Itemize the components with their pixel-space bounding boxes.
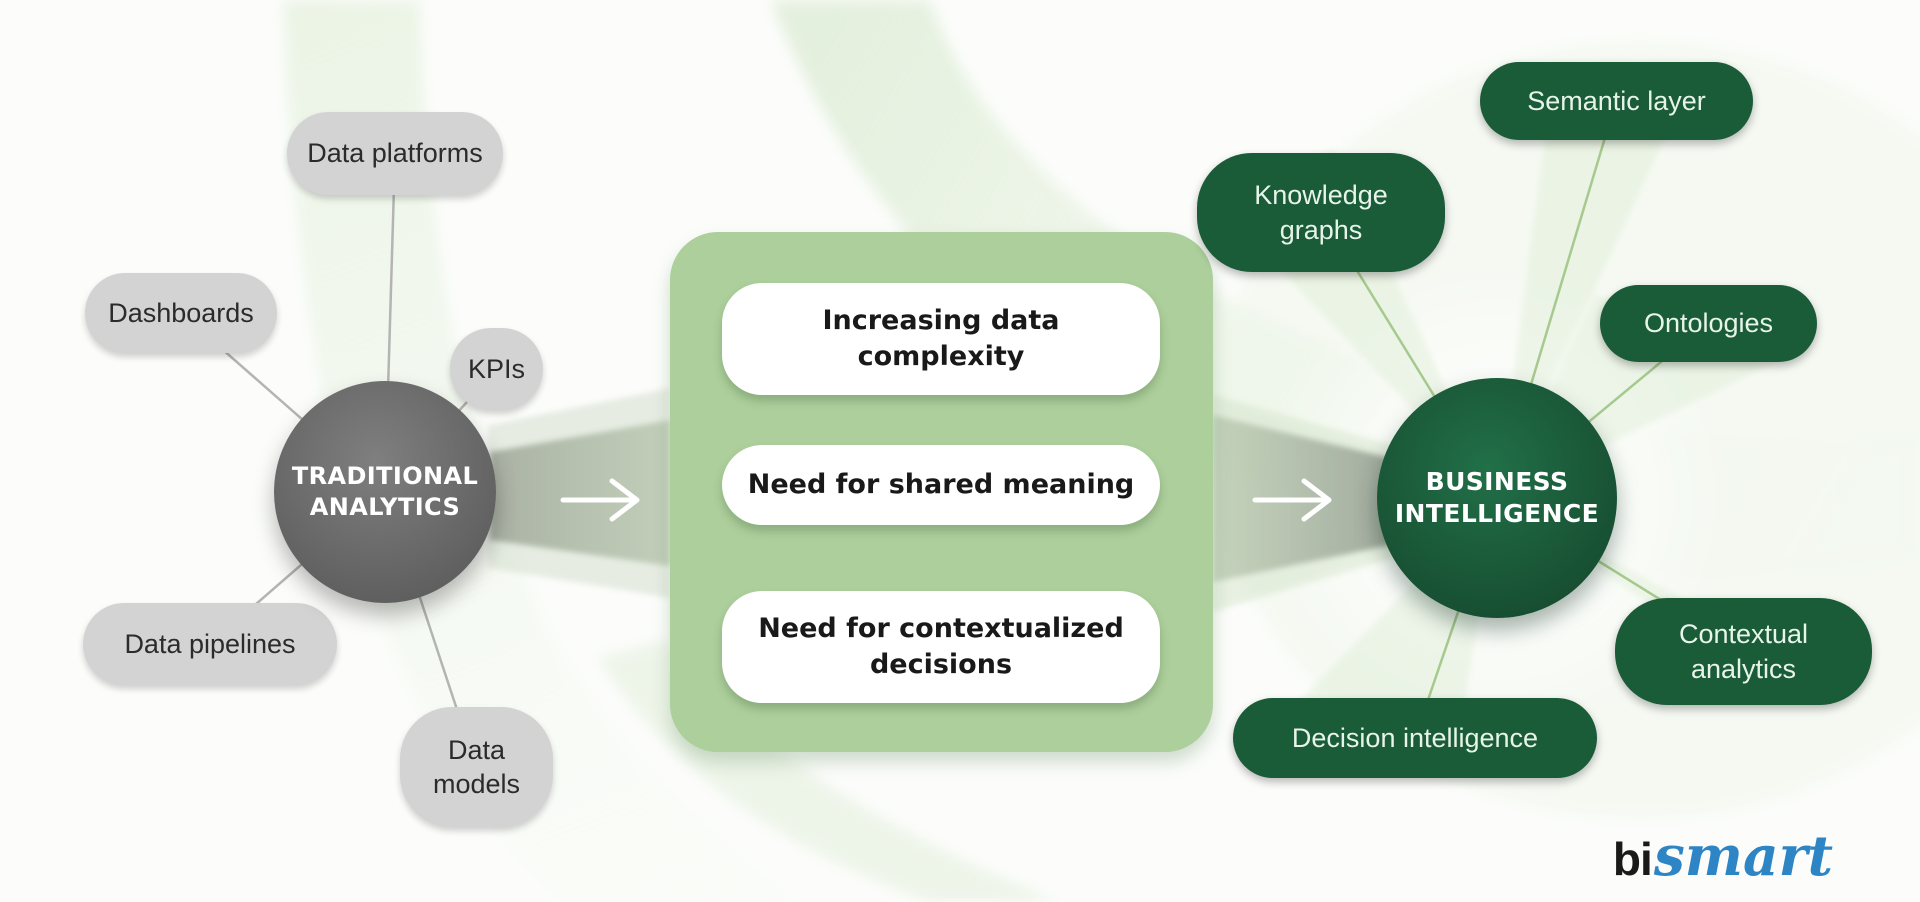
business-intelligence-label-line2: INTELLIGENCE	[1394, 499, 1600, 528]
right-bubble-label: Decision intelligence	[1291, 722, 1539, 753]
left-bubble: Data models	[400, 707, 553, 827]
right-bubble: Contextual analytics	[1615, 598, 1872, 705]
left-bubble-label: Data platforms	[307, 138, 483, 169]
reason-card-label: Increasing data complexity	[822, 305, 1060, 372]
right-bubble-label: Contextual analytics	[1678, 619, 1809, 684]
reason-card-label: Need for shared meaning	[747, 469, 1135, 501]
reason-card: Increasing data complexity	[722, 283, 1160, 395]
reason-card-label: Need for contextualized decisions	[758, 613, 1124, 680]
logo-text-bi: bi	[1612, 833, 1653, 885]
traditional-analytics-label-line1: TRADITIONAL	[291, 461, 479, 490]
left-bubble: Data platforms	[287, 112, 503, 195]
left-bubble-label: Data pipelines	[124, 628, 296, 659]
background-swirl-left	[283, 0, 800, 902]
right-bubble-label: Semantic layer	[1527, 85, 1706, 116]
logo-text-smart: smart	[1653, 823, 1833, 888]
arrow-left-icon	[560, 478, 640, 522]
right-bubble-label: Knowledge graphs	[1254, 180, 1388, 245]
right-bubble: Semantic layer	[1480, 62, 1753, 140]
reason-card: Need for shared meaning	[722, 445, 1160, 525]
bismart-logo: bi smart	[1613, 823, 1833, 888]
left-bubble-label: Data models	[432, 734, 521, 799]
business-intelligence-label-line1: BUSINESS	[1425, 466, 1569, 496]
beam-left	[488, 388, 670, 598]
traditional-analytics-node: TRADITIONAL ANALYTICS	[274, 381, 496, 603]
left-bubble: Dashboards	[85, 273, 277, 353]
reason-card: Need for contextualized decisions	[722, 591, 1160, 703]
left-bubble-label: KPIs	[467, 353, 526, 384]
traditional-analytics-label-line2: ANALYTICS	[309, 493, 461, 521]
right-bubble: Knowledge graphs	[1197, 153, 1445, 272]
right-bubble-label: Ontologies	[1643, 308, 1774, 339]
left-bubble-label: Dashboards	[108, 297, 254, 328]
business-intelligence-node: BUSINESS INTELLIGENCE	[1377, 378, 1617, 618]
right-bubble: Ontologies	[1600, 285, 1817, 362]
left-bubble: KPIs	[450, 328, 543, 410]
right-bubble: Decision intelligence	[1233, 698, 1597, 778]
left-bubble: Data pipelines	[83, 603, 337, 685]
transition-panel: Increasing data complexity Need for shar…	[670, 232, 1213, 752]
arrow-right-icon	[1252, 478, 1332, 522]
